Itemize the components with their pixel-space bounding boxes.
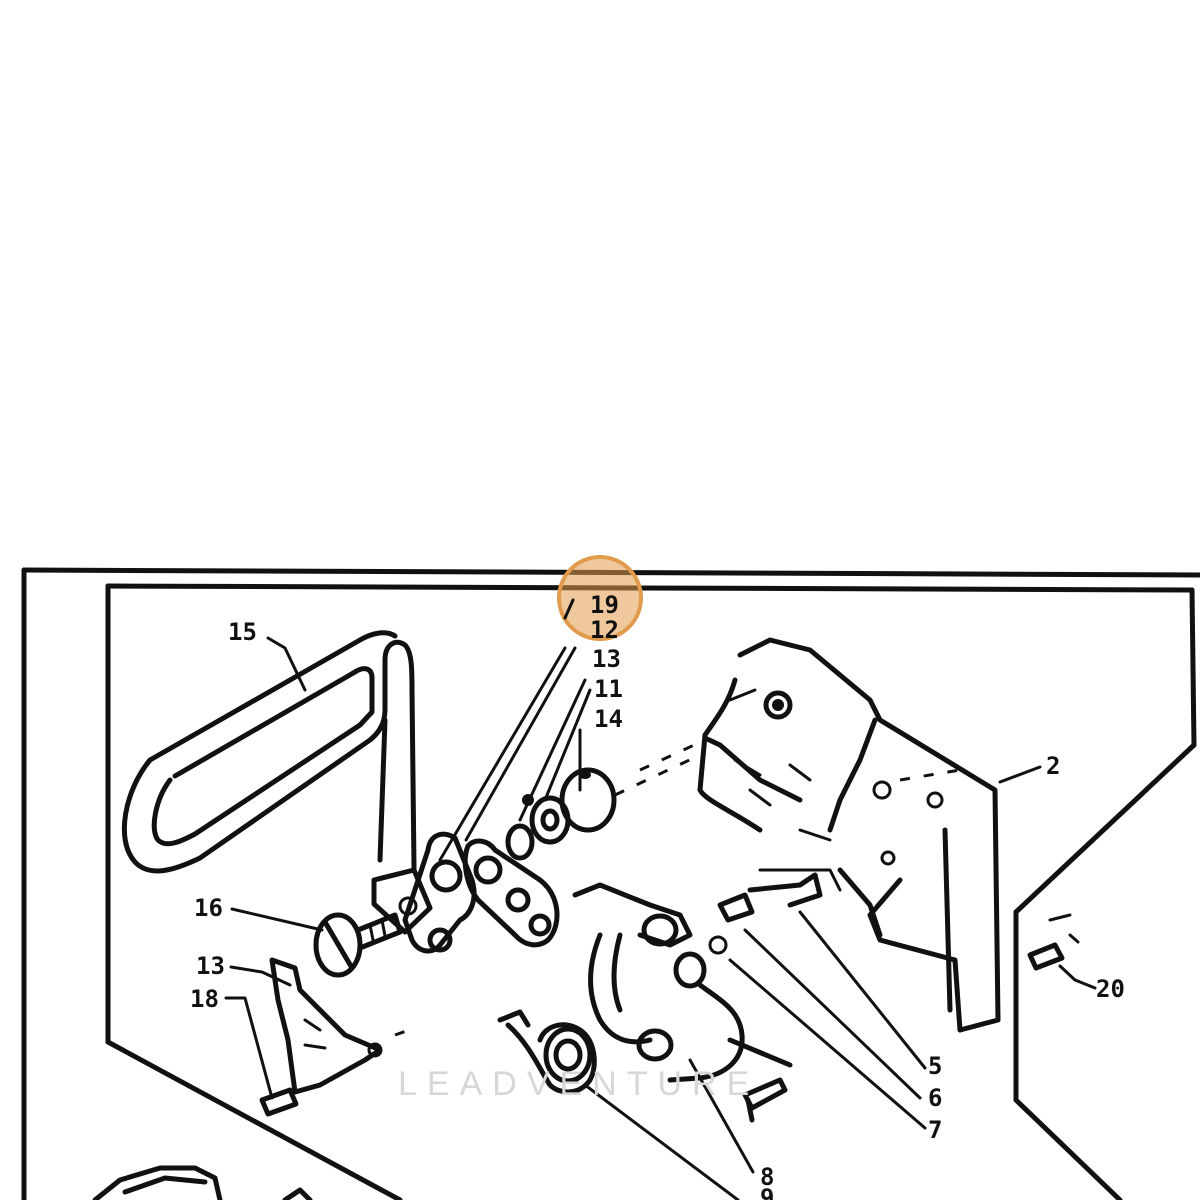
- callout-16: 16: [194, 894, 223, 922]
- callout-labels: 19 12 13 11 14 15 2 16 13 18 20 5 6 7 8 …: [190, 591, 1125, 1200]
- callout-14: 14: [594, 705, 623, 733]
- callout-13-bottom: 13: [196, 952, 225, 980]
- watermark-text: LEADVENTURE: [398, 1065, 759, 1103]
- lower-bracket-part: [259, 957, 383, 1117]
- callout-18: 18: [190, 985, 219, 1013]
- callout-9: 9: [760, 1184, 774, 1200]
- pin-part: [1027, 913, 1080, 971]
- callout-19: 19: [590, 591, 619, 619]
- leader-lines: [224, 598, 1097, 1200]
- callout-11: 11: [594, 675, 623, 703]
- bracket-plates: [402, 831, 560, 954]
- callout-15: 15: [228, 618, 257, 646]
- callout-8: 8: [760, 1163, 774, 1191]
- handle-loop-part: [121, 630, 433, 935]
- lever-assembly: [572, 872, 823, 1123]
- callout-13-top: 13: [592, 645, 621, 673]
- callout-12: 12: [590, 616, 619, 644]
- callout-20: 20: [1096, 975, 1125, 1003]
- housing-part: [697, 637, 1001, 1033]
- callout-2: 2: [1046, 752, 1060, 780]
- callout-6: 6: [928, 1084, 942, 1112]
- thumb-screw-part: [313, 912, 403, 978]
- highlight-circle: [557, 555, 643, 641]
- diagram-frame: [21, 567, 1200, 1200]
- alignment-lines: [394, 738, 961, 1037]
- callout-5: 5: [928, 1052, 942, 1080]
- callout-7: 7: [928, 1116, 942, 1144]
- lower-left-part: [92, 1165, 313, 1200]
- spring-part: [497, 1009, 597, 1095]
